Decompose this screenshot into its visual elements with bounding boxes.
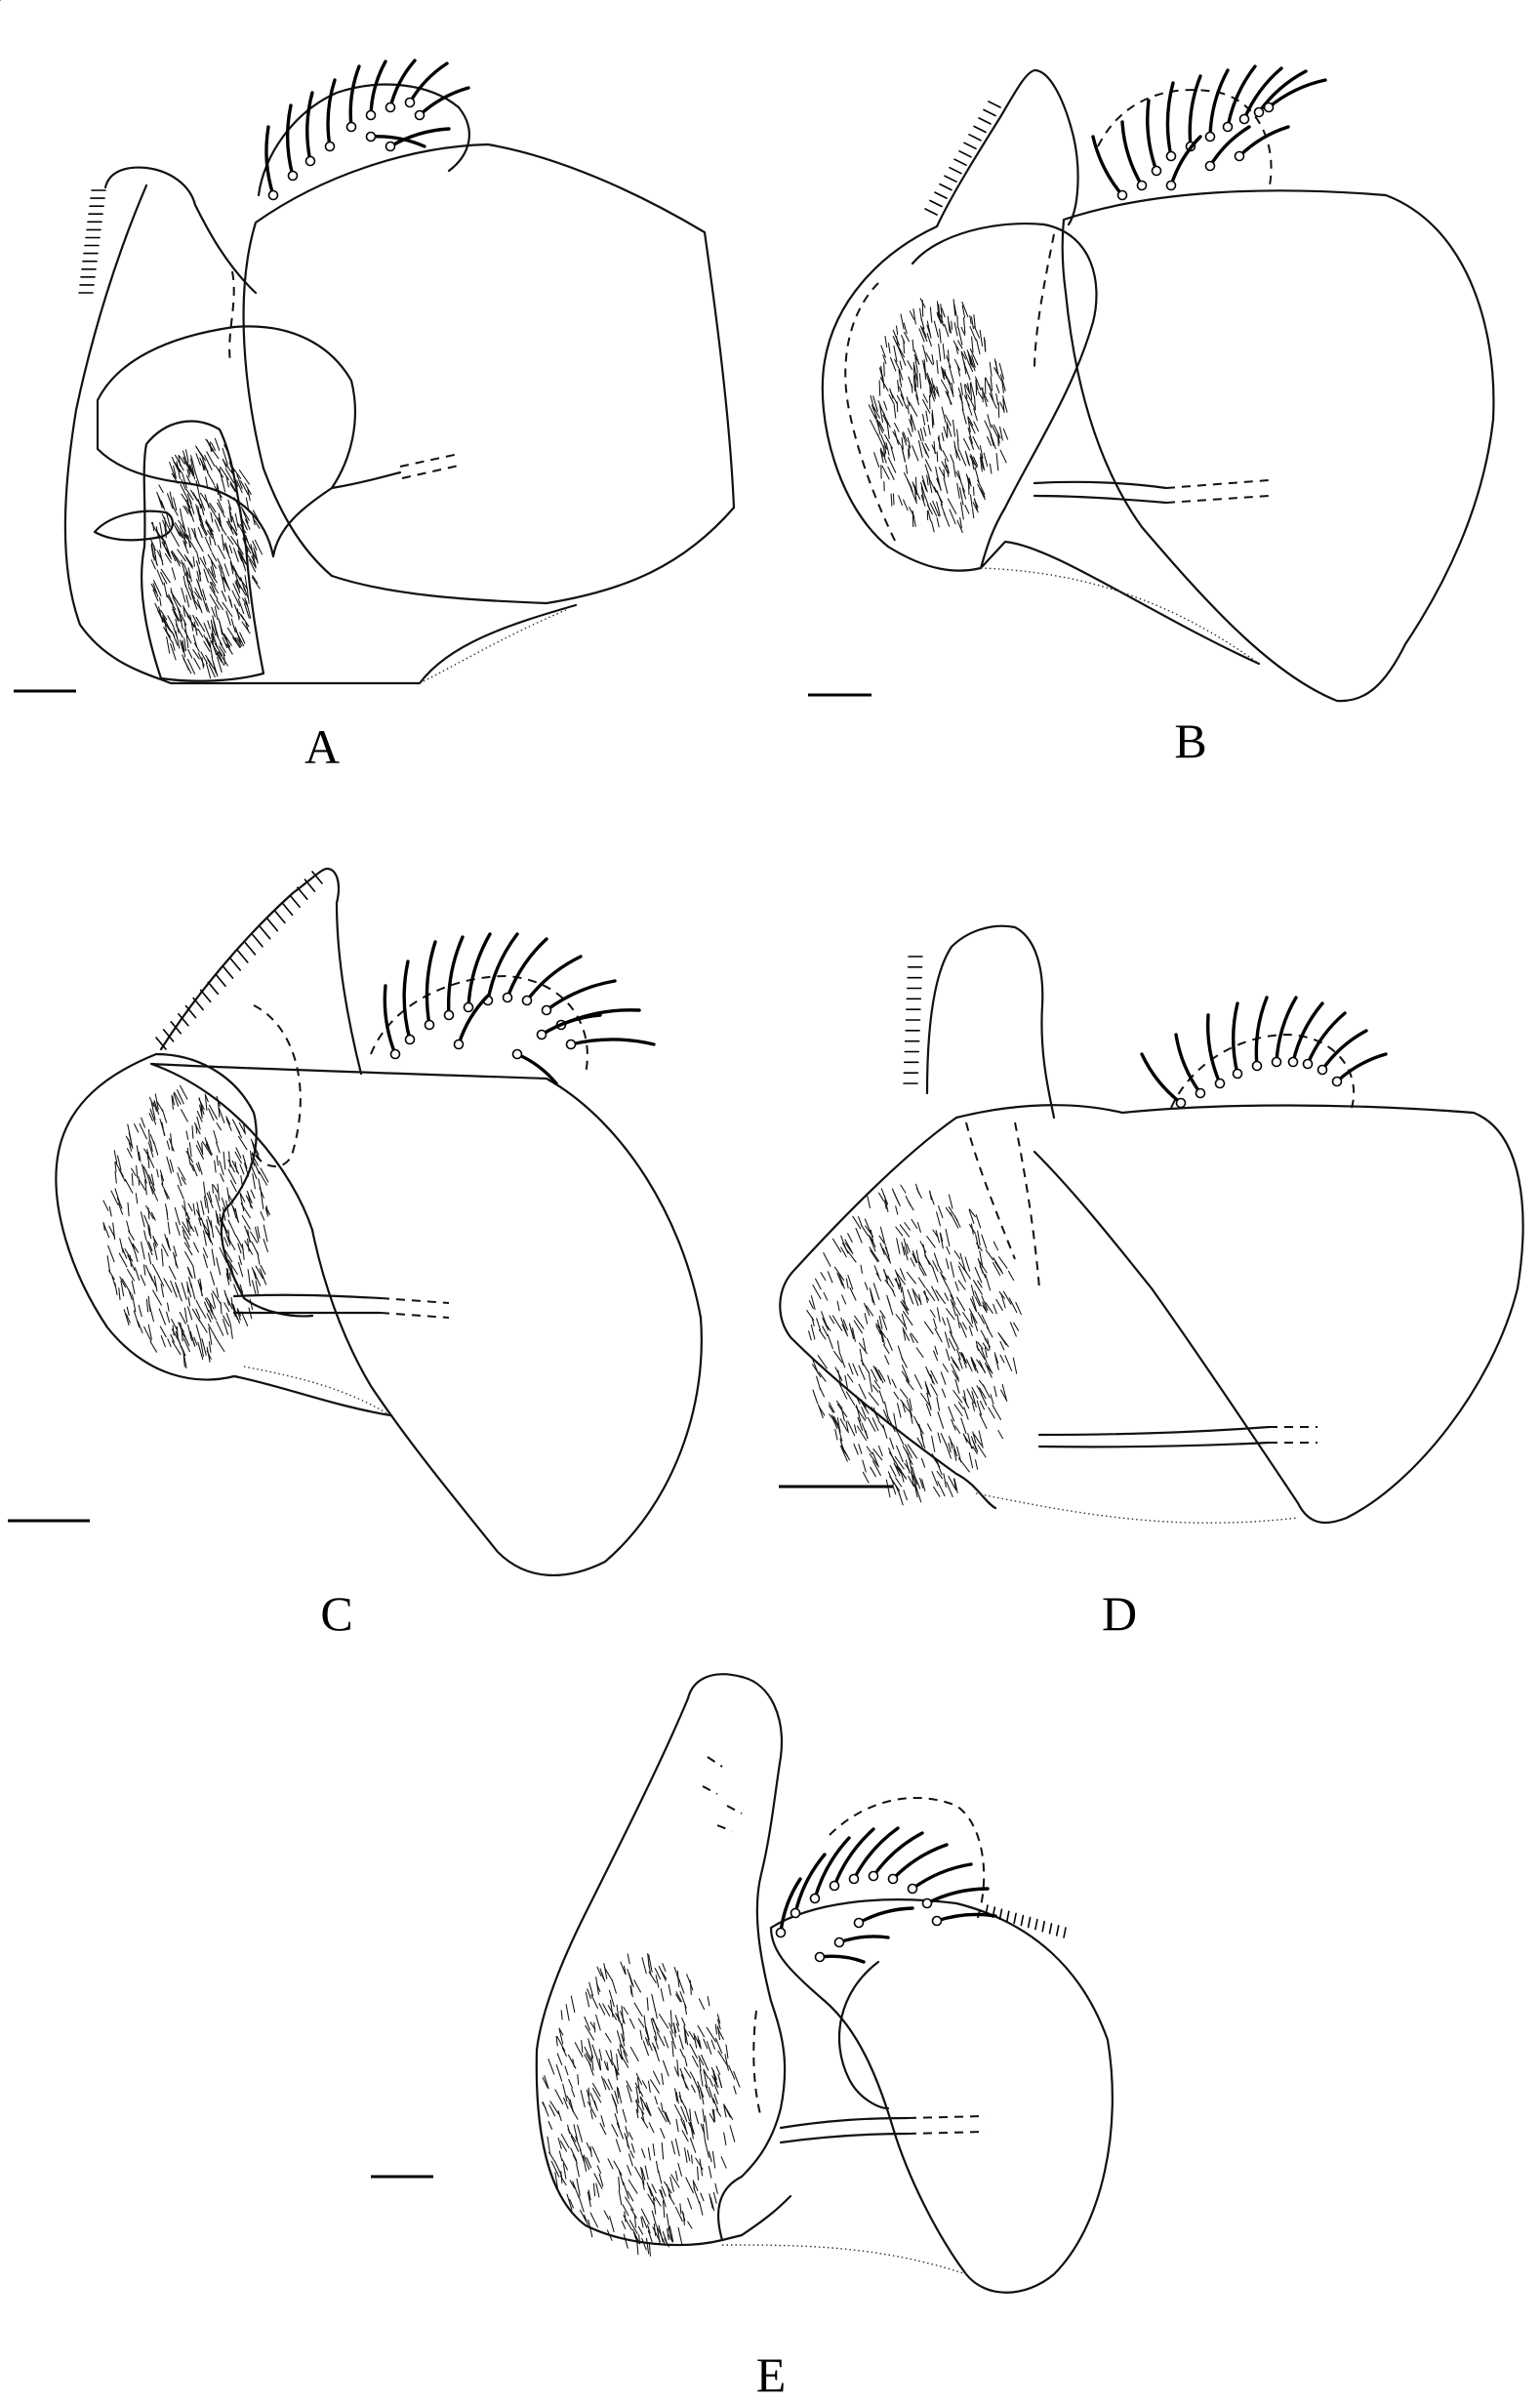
panel-c-hair-patch [102,1084,271,1369]
panel-c-inner-fold [154,1052,314,1318]
panel-d-main-lobe [954,1104,1524,1525]
panel-b-hair-patch [868,298,1009,534]
panel-e-dashed-line [752,2010,762,2119]
panel-b-setae [924,64,1327,216]
panel-c-main-lobe [149,1062,703,1576]
panel-c-left-process [159,867,363,1076]
panel-label-a: A [304,719,340,774]
panel-d-dashed-hairfield [965,1121,1040,1289]
panel-label-b: B [1174,714,1206,768]
panel-b-inner-fold [911,222,1098,570]
panel-a-main-lobe [242,143,736,605]
panel-c-duct [232,1293,383,1315]
panel-e-setae [0,0,1067,1964]
panel-d: D [779,924,1524,1641]
panel-e-dashed-cercus [829,1797,986,1924]
panel-label-e: E [756,2347,787,2402]
panel-b-left-process [935,68,1079,228]
panel-c-dashed-loop [253,1004,302,1167]
panel-b-dashed-duct [1165,479,1270,504]
panel-c-dashed-cercus [370,974,588,1075]
panel-a-hair-patch [141,420,265,682]
panel-e-left-process [686,1673,787,2242]
panel-e-dotted-membrane [721,2244,967,2275]
panel-b-duct [1033,480,1168,505]
panel-d-hair-patch [806,1183,1022,1506]
panel-b-dashed-cercus [1097,89,1273,191]
panel-a-dashed-inner-line [228,270,235,364]
panel-d-dashed-duct [1269,1426,1317,1444]
panel-d-dotted-membrane [975,1492,1299,1524]
panel-d-left-process [925,924,1056,1120]
panel-a-duct [330,470,402,490]
panel-b-dashed-outline [844,233,1055,548]
panel-a-left-plate [63,184,578,685]
panel-a-cercus [257,83,470,197]
panel-c-left-plate [55,1052,392,1417]
panel-label-d: D [1102,1586,1137,1641]
panel-e-dashed-duct [907,2115,987,2135]
panel-a-left-process [103,166,258,295]
panel-d-setae [903,956,1388,1109]
panel-label-c: C [320,1586,352,1641]
panel-e-hair-patch [542,1952,741,2257]
panel-b-main-lobe [1061,189,1495,703]
panel-a-inner-fold [96,325,357,558]
panel-a-dashed-duct [399,453,460,479]
panel-c-dashed-duct [380,1297,450,1319]
panel-c-setae [155,871,656,1085]
panel-e-duct [779,2116,910,2144]
panel-e: E [0,0,1114,2402]
panel-e-inner-oval [837,1960,890,2110]
panel-b-dotted-membrane [980,567,1260,665]
panel-e-dashed-process-marks [702,1756,743,1832]
panel-b: B [808,64,1495,768]
panel-c-dotted-membrane [243,1366,391,1416]
panel-a-setae [78,59,470,294]
panel-a-surstylus-stub [93,510,174,542]
panel-a-dotted-membrane [419,609,567,684]
panel-d-left-plate [779,1116,997,1510]
panel-c: C [8,867,703,1641]
panel-b-left-plate [821,224,1261,666]
panel-e-main-lobe [769,1898,1114,2294]
panel-d-dashed-cercus [1170,1033,1356,1109]
panel-d-duct [1037,1425,1271,1448]
panel-e-left-plate [535,1696,792,2247]
panel-a: A [14,59,736,774]
